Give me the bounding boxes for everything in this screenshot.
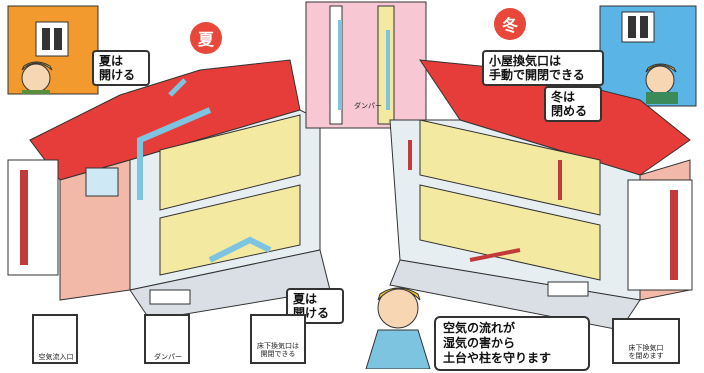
winter-window-panel — [599, 5, 697, 107]
damper-label: ダンパー — [154, 353, 182, 361]
winter-badge: 冬 — [494, 8, 526, 40]
attic-vent-callout: 小屋換気口は 手動で開閉できる — [482, 50, 604, 86]
summer-house — [29, 59, 331, 321]
damper-legend — [144, 314, 190, 364]
damper-center-label: ダンパー — [354, 102, 382, 110]
right-wall-inset — [627, 179, 693, 291]
winter-close-callout: 冬は 閉める — [544, 86, 602, 122]
vent-legend — [250, 314, 306, 364]
left-wall-inset — [7, 159, 59, 276]
woman-icon — [365, 287, 431, 370]
summer-badge: 夏 — [190, 22, 222, 54]
intake-label: 空気流入口 — [38, 353, 74, 361]
wall-cross-section-panel — [305, 1, 427, 129]
vent-closed-label: 床下換気口 を閉めます — [628, 344, 664, 360]
summer-open-callout: 夏は 開ける — [92, 50, 150, 86]
vent-closed-legend — [612, 318, 680, 364]
summer-window-panel — [7, 5, 99, 95]
vent-label: 床下換気口は 開閉できる — [257, 342, 299, 358]
air-flow-bubble: 空気の流れが 湿気の害から 土台や柱を守ります — [434, 316, 590, 371]
intake-legend — [32, 314, 78, 364]
